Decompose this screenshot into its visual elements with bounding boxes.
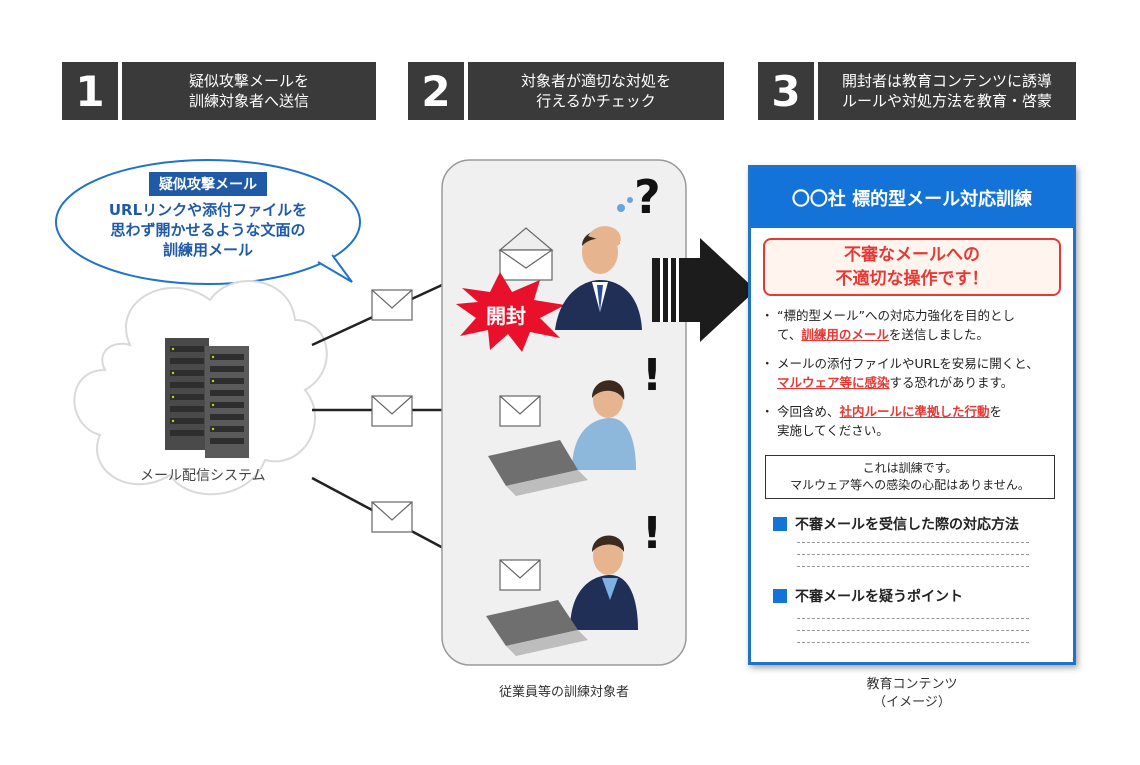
caption-line: 教育コンテンツ (866, 677, 958, 692)
placeholder-line (797, 554, 1029, 555)
bullet-text: “標的型メール”への対応力強化を目的とし (777, 308, 1015, 323)
confused-man-figure (555, 197, 642, 330)
placeholder-line (797, 618, 1029, 619)
step-description: 対象者が適切な対処を 行えるかチェック (468, 62, 724, 120)
step-3-header: 3 開封者は教育コンテンツに誘導 ルールや対処方法を教育・啓蒙 (758, 62, 1076, 120)
highlighted-text: 社内ルールに準拠した行動 (839, 404, 990, 419)
section-title: 不審メールを疑うポイント (795, 589, 963, 605)
bullet-text: を (989, 404, 1003, 419)
step-number: 1 (62, 62, 118, 120)
notice-box: これは訓練です。 マルウェア等への感染の心配はありません。 (765, 455, 1055, 499)
bullet-text: 今回含め、 (777, 404, 840, 419)
speech-bubble (55, 159, 361, 285)
burst-shape (456, 272, 565, 352)
square-bullet-icon (773, 589, 787, 603)
bubble-line: URLリンクや添付ファイルを (108, 201, 308, 219)
section-title: 不審メールを受信した際の対応方法 (795, 517, 1019, 533)
content-caption: 教育コンテンツ （イメージ） (820, 676, 1004, 712)
warning-line: 不適切な操作です！ (835, 269, 989, 289)
step-text-line: 訓練対象者へ送信 (188, 92, 309, 110)
employees-panel (441, 159, 687, 666)
training-content-card: 〇〇社 標的型メール対応訓練 不審なメールへの 不適切な操作です！ ・ “標的型… (748, 165, 1076, 665)
step-number: 2 (408, 62, 464, 120)
bubble-line: 思わず開かせるような文面の (110, 221, 306, 239)
caption-line: （イメージ） (873, 695, 951, 710)
employees-caption: 従業員等の訓練対象者 (498, 685, 629, 700)
bullet-text: メールの添付ファイルやURLを安易に開くと、 (777, 356, 1039, 371)
bubble-content: 疑似攻撃メール URLリンクや添付ファイルを 思わず開かせるような文面の 訓練用… (72, 172, 344, 260)
step-text-line: 対象者が適切な対処を (520, 72, 671, 90)
highlighted-text: 訓練用のメール (801, 327, 889, 342)
bubble-tag: 疑似攻撃メール (149, 172, 267, 196)
warning-box: 不審なメールへの 不適切な操作です！ (763, 238, 1061, 296)
woman-at-laptop-figure (488, 380, 636, 496)
exclamation-icon: ! (642, 508, 663, 559)
step-text-line: 開封者は教育コンテンツに誘導 (841, 72, 1052, 90)
step-description: 開封者は教育コンテンツに誘導 ルールや対処方法を教育・啓蒙 (818, 62, 1076, 120)
warning-line: 不審なメールへの (844, 245, 980, 265)
placeholder-line (797, 542, 1029, 543)
bullet-item: ・ 今回含め、社内ルールに準拠した行動を実施してください。 (761, 404, 1003, 438)
bullet-item: ・ メールの添付ファイルやURLを安易に開くと、マルウェア等に感染する恐れがあり… (761, 356, 1039, 390)
highlighted-text: マルウェア等に感染 (777, 375, 890, 390)
notice-line: マルウェア等への感染の心配はありません。 (790, 478, 1030, 492)
bullet-text: する恐れがあります。 (889, 375, 1014, 390)
placeholder-line (797, 566, 1029, 567)
step-2-header: 2 対象者が適切な対処を 行えるかチェック (408, 62, 724, 120)
open-envelope-icon (498, 227, 554, 281)
card-title: 〇〇社 標的型メール対応訓練 (751, 168, 1073, 228)
step-text-line: ルールや対処方法を教育・啓蒙 (841, 92, 1052, 110)
server-label: メール配信システム (140, 468, 266, 484)
envelope-icon (499, 395, 541, 591)
bullet-text: て、 (777, 327, 802, 342)
server-rack-icon (165, 338, 249, 458)
placeholder-line (797, 630, 1029, 631)
placeholder-line (797, 642, 1029, 643)
step-1-header: 1 疑似攻撃メールを 訓練対象者へ送信 (62, 62, 376, 120)
bullet-text: を送信しました。 (888, 327, 989, 342)
envelope-icon (371, 289, 413, 533)
square-bullet-icon (773, 517, 787, 531)
bubble-line: 訓練用メール (162, 241, 253, 259)
bullet-list: ・ “標的型メール”への対応力強化を目的として、訓練用のメールを送信しました。 … (761, 306, 1066, 450)
step-number: 3 (758, 62, 814, 120)
burst-label: 開封 (486, 304, 526, 328)
bullet-text: 実施してください。 (777, 423, 889, 438)
step-text-line: 行えるかチェック (536, 92, 656, 110)
arrow-stripes (660, 258, 679, 322)
question-mark-icon: ? (634, 170, 661, 224)
exclamation-icon: ! (642, 350, 663, 401)
step-text-line: 疑似攻撃メールを (188, 72, 309, 90)
man-at-laptop-figure (486, 535, 638, 656)
section-heading: 不審メールを受信した際の対応方法 (773, 514, 1019, 534)
bullet-item: ・ “標的型メール”への対応力強化を目的として、訓練用のメールを送信しました。 (761, 308, 1015, 342)
notice-line: これは訓練です。 (862, 461, 958, 475)
section-heading: 不審メールを疑うポイント (773, 586, 963, 606)
step-description: 疑似攻撃メールを 訓練対象者へ送信 (122, 62, 376, 120)
